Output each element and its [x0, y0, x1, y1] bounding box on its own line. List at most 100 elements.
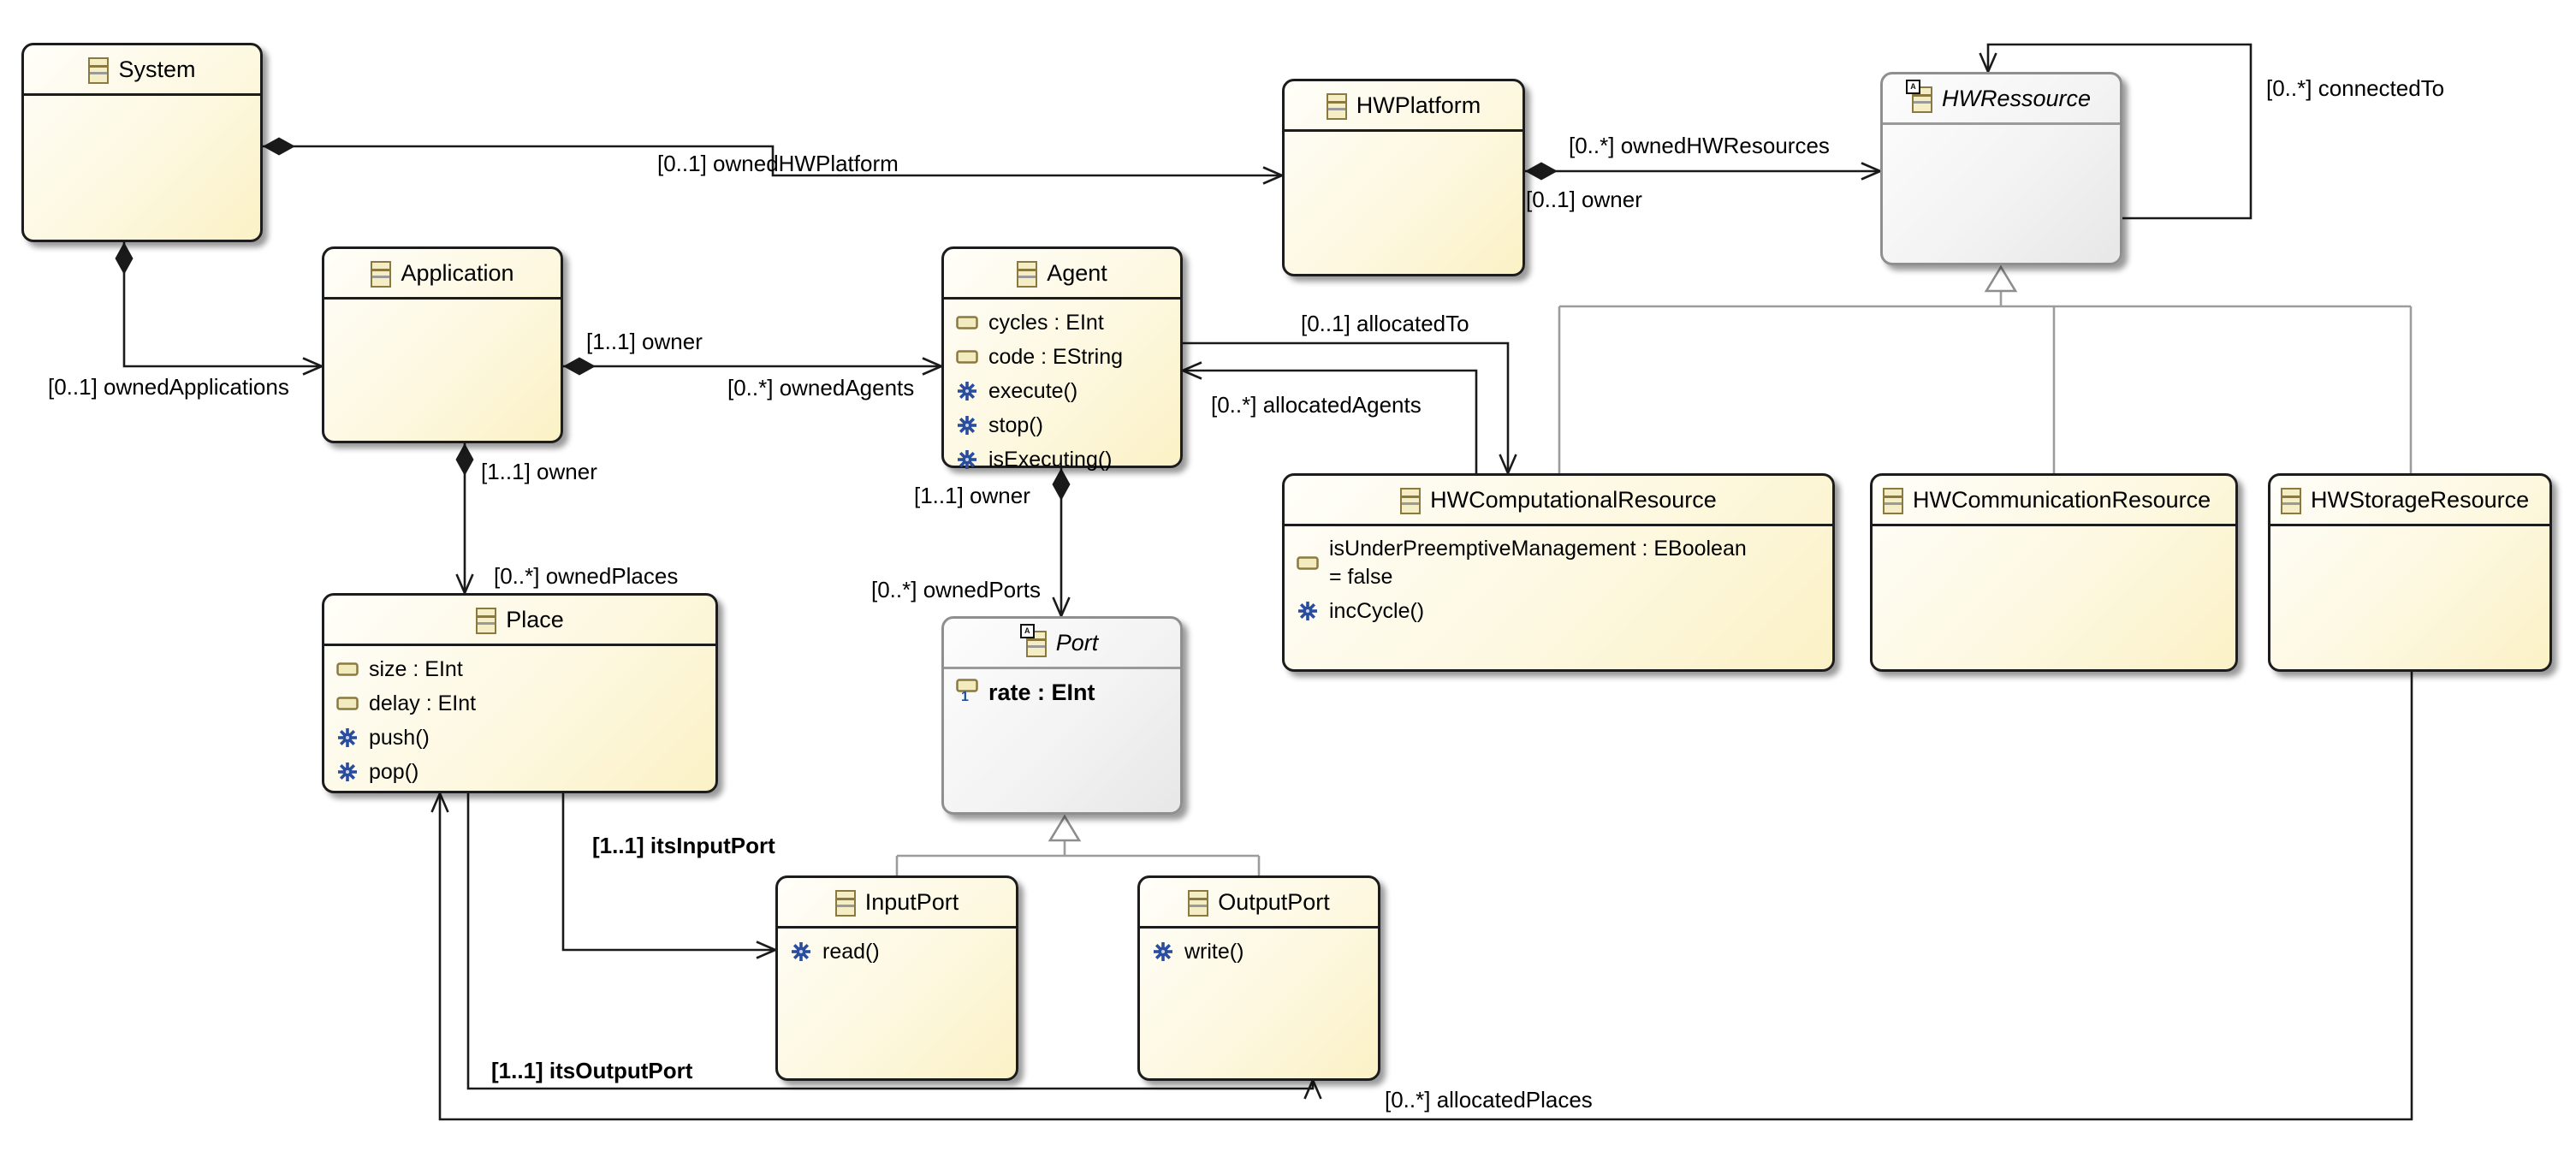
edge-line[interactable]	[1183, 341, 1510, 473]
class-name-compartment[interactable]: System	[24, 45, 260, 96]
class-body-compartment	[1883, 125, 2120, 131]
generalization-port-children[interactable]	[895, 814, 1261, 875]
feature-text-line: = false	[1329, 565, 1393, 589]
eclass-icon	[1326, 92, 1347, 120]
edge-label-system-owned-applications[interactable]: [0..1] ownedApplications	[48, 374, 289, 400]
attribute-code-estring[interactable]: code : EString	[944, 340, 1180, 374]
attribute-delay-eint[interactable]: delay : EInt	[324, 686, 715, 721]
class-name-compartment[interactable]: HWPlatform	[1285, 81, 1522, 132]
attribute-size-eint[interactable]: size : EInt	[324, 652, 715, 686]
edge-hwcomputationalresource-allocated-agents[interactable]	[1179, 361, 1478, 474]
eclass-icon	[88, 56, 110, 84]
class-name: HWCommunicationResource	[1913, 486, 2211, 513]
edge-agent-owned-ports[interactable]	[1052, 468, 1071, 620]
edge-line[interactable]	[1986, 43, 2253, 220]
edge-label-application-owned-places[interactable]: [1..1] owner	[481, 459, 597, 484]
class-application[interactable]: Application	[322, 246, 563, 443]
class-name: HWPlatform	[1356, 92, 1481, 118]
generalization-hwressource-children[interactable]	[1558, 264, 2413, 473]
edge-label-hwcomputationalresource-allocated-agents[interactable]: [0..*] allocatedAgents	[1211, 392, 1422, 418]
operation-execute-[interactable]: execute()	[944, 374, 1180, 408]
edge-label-application-owned-places[interactable]: [0..*] ownedPlaces	[494, 563, 679, 589]
class-input-port[interactable]: InputPort read()	[775, 875, 1018, 1081]
edge-line[interactable]	[122, 242, 322, 368]
class-name: Application	[401, 259, 514, 286]
class-name: Place	[506, 606, 564, 632]
operation-write-[interactable]: write()	[1140, 935, 1378, 969]
eattribute-icon	[956, 316, 978, 329]
edge-system-owned-applications[interactable]	[115, 242, 325, 376]
operation-inc-cycle-[interactable]: incCycle()	[1285, 594, 1832, 628]
edge-application-owned-agents[interactable]	[563, 357, 945, 376]
class-system[interactable]: System	[21, 43, 263, 242]
class-name-compartment[interactable]: HWComputationalResource	[1285, 476, 1832, 526]
edge-label-hwplatform-owned-hwresources[interactable]: [0..1] owner	[1526, 187, 1642, 212]
class-hwcommunication-resource[interactable]: HWCommunicationResource	[1870, 473, 2238, 672]
class-name-compartment[interactable]: InputPort	[778, 878, 1016, 929]
edge-label-hwplatform-owned-hwresources[interactable]: [0..*] ownedHWResources	[1569, 133, 1830, 158]
edge-place-its-input-port[interactable]	[561, 793, 779, 959]
class-name-compartment[interactable]: HWCommunicationResource	[1873, 476, 2235, 526]
edge-hwplatform-owned-hwresources[interactable]	[1525, 162, 1884, 181]
eclass-icon	[1400, 486, 1422, 514]
class-name-compartment[interactable]: Place	[324, 596, 715, 646]
class-name-compartment[interactable]: Agent	[944, 249, 1180, 300]
class-hwstorage-resource[interactable]: HWStorageResource	[2268, 473, 2552, 672]
edge-label-application-owned-agents[interactable]: [1..1] owner	[586, 329, 703, 354]
edge-label-hwressource-connected-to[interactable]: [0..*] connectedTo	[2266, 75, 2445, 101]
class-output-port[interactable]: OutputPort write()	[1137, 875, 1380, 1081]
edge-line[interactable]	[1183, 369, 1478, 473]
edge-line[interactable]	[263, 145, 1282, 177]
edge-label-place-its-output-port[interactable]: [1..1] itsOutputPort	[491, 1058, 693, 1083]
eattribute-icon	[1297, 556, 1319, 570]
class-hwplatform[interactable]: HWPlatform	[1282, 79, 1525, 276]
composition-diamond	[1525, 162, 1558, 181]
attribute-cycles-eint[interactable]: cycles : EInt	[944, 306, 1180, 340]
class-hwcomputational-resource[interactable]: HWComputationalResource isUnderPreemptive…	[1282, 473, 1835, 672]
eoperation-icon	[958, 382, 976, 401]
eclass-icon	[1017, 259, 1038, 288]
eoperation-icon	[958, 416, 976, 435]
operation-stop-[interactable]: stop()	[944, 408, 1180, 442]
eclass-icon	[2281, 486, 2301, 514]
class-name-compartment[interactable]: Application	[324, 249, 561, 300]
edge-label-place-its-input-port[interactable]: [1..1] itsInputPort	[592, 833, 775, 858]
edge-label-system-owned-hwplatform[interactable]: [0..1] ownedHWPlatform	[657, 151, 899, 176]
operation-is-executing-[interactable]: isExecuting()	[944, 442, 1180, 477]
eoperation-icon	[792, 942, 810, 961]
edge-label-agent-allocated-to[interactable]: [0..1] allocatedTo	[1301, 311, 1469, 336]
operation-push-[interactable]: push()	[324, 721, 715, 755]
edge-label-agent-owned-ports[interactable]: [0..*] ownedPorts	[871, 577, 1041, 602]
edge-label-hwstorageresource-allocated-places[interactable]: [0..*] allocatedPlaces	[1385, 1087, 1593, 1113]
operation-pop-[interactable]: pop()	[324, 755, 715, 789]
class-name: OutputPort	[1218, 888, 1330, 915]
attribute-is-under-preemptive-management-eboolean[interactable]: isUnderPreemptiveManagement : EBoolean= …	[1285, 532, 1832, 594]
class-body-compartment	[1873, 526, 2235, 532]
class-body-compartment: read()	[778, 929, 1016, 969]
edge-label-application-owned-agents[interactable]: [0..*] ownedAgents	[727, 375, 915, 401]
class-name-compartment[interactable]: OutputPort	[1140, 878, 1378, 929]
edge-line[interactable]	[561, 793, 775, 952]
class-name-compartment[interactable]: HWStorageResource	[2270, 476, 2549, 526]
eoperation-icon	[338, 763, 357, 781]
open-arrowhead	[430, 790, 449, 813]
operation-read-[interactable]: read()	[778, 935, 1016, 969]
edge-hwstorageresource-allocated-places[interactable]	[430, 672, 2413, 1121]
multiplicity-badge: 1	[961, 690, 969, 704]
edge-line[interactable]	[438, 672, 2413, 1121]
composition-diamond	[1052, 468, 1071, 501]
edge-application-owned-places[interactable]	[455, 443, 474, 596]
edge-line[interactable]	[466, 793, 1315, 1090]
edge-label-agent-owned-ports[interactable]: [1..1] owner	[914, 483, 1030, 508]
eoperation-icon	[1298, 602, 1317, 620]
